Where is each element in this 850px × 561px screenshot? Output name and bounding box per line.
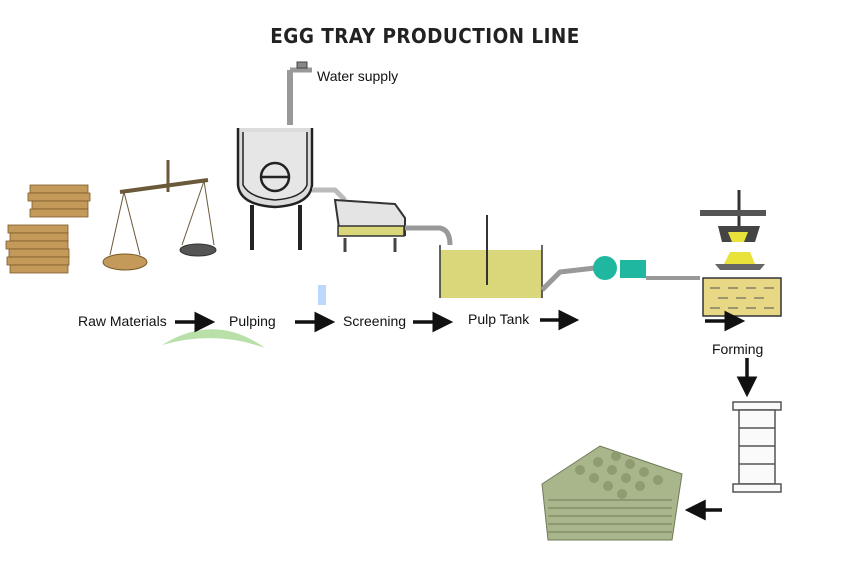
forming-machine-icon	[700, 190, 782, 317]
screening-machine-icon	[333, 198, 453, 252]
label-pulping: Pulping	[229, 313, 276, 329]
egg-tray-stack-icon	[541, 445, 683, 541]
label-raw-materials: Raw Materials	[78, 313, 167, 329]
diagram-title: EGG TRAY PRODUCTION LINE	[270, 24, 580, 48]
label-pulp-tank: Pulp Tank	[468, 311, 530, 327]
label-water-supply: Water supply	[317, 68, 399, 84]
label-screening: Screening	[343, 313, 407, 329]
pump-icon	[540, 256, 700, 292]
water-drip	[318, 285, 326, 305]
pulp-sheet	[162, 329, 265, 348]
raw-material-stack-icon	[5, 184, 91, 274]
pulp-tank-icon	[439, 215, 543, 298]
balance-scale-icon	[102, 160, 217, 271]
pulper-tank-icon	[236, 61, 314, 250]
pulp-pipe	[312, 187, 347, 202]
drying-rack-icon	[732, 401, 782, 493]
label-forming: Forming	[712, 341, 764, 357]
flow-arrows	[175, 309, 758, 521]
